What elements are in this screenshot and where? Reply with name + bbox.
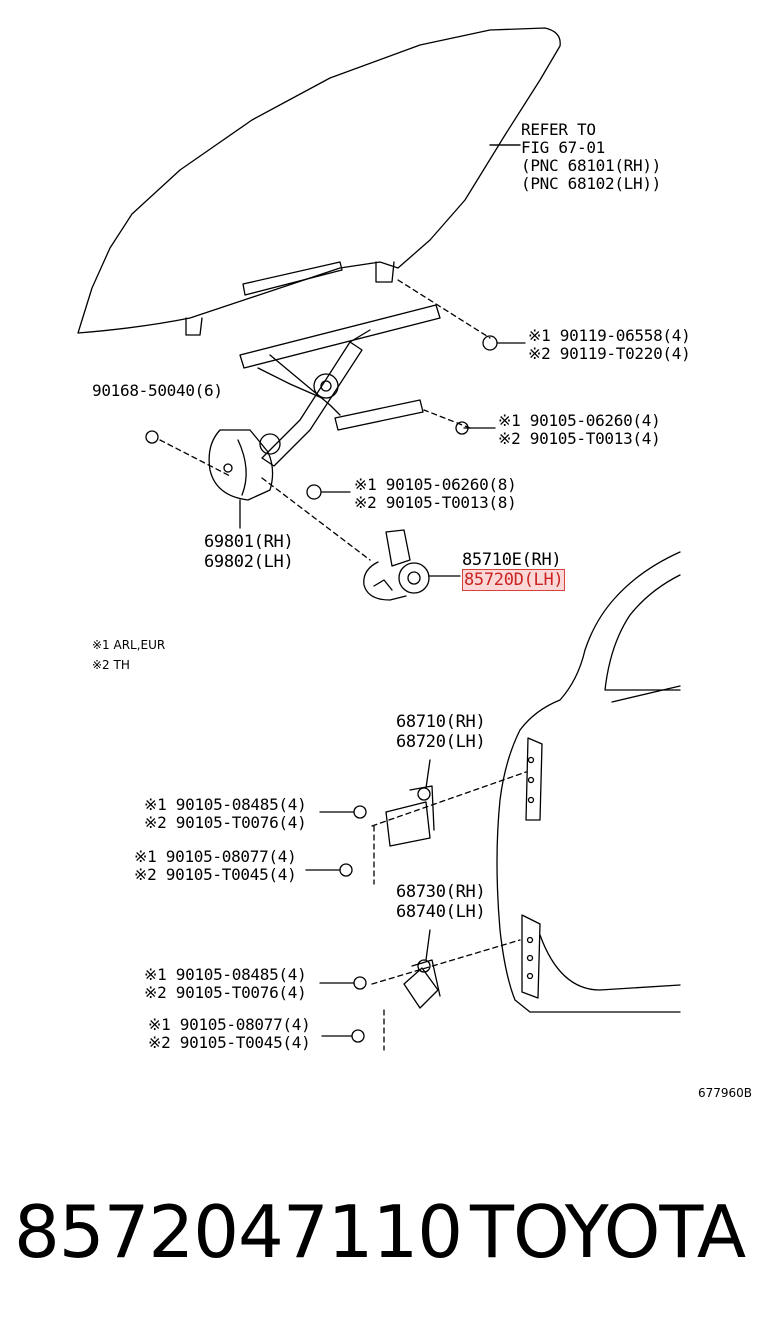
hinge-lower-lh: 68740(LH): [396, 902, 486, 922]
diagram-code: 677960B: [697, 1086, 752, 1100]
motor-rh: 85710E(RH): [462, 550, 562, 570]
regulator-label: 69801(RH) 69802(LH): [204, 532, 294, 572]
part-number: 8572047110: [14, 1190, 463, 1274]
refer-line-3: (PNC 68101(RH)): [521, 156, 661, 175]
body-outline: [496, 551, 681, 1013]
hinge-upper-bolts-a-line-2: ※2 90105-T0076(4): [144, 813, 307, 832]
hinge-upper-bolts-a-label: ※1 90105-08485(4) ※2 90105-T0076(4): [144, 795, 307, 832]
bolts: [145, 335, 498, 1043]
bolt-glass-label: ※1 90119-06558(4) ※2 90119-T0220(4): [528, 326, 691, 363]
bolt-mid-line-1: ※1 90105-06260(8): [354, 475, 517, 494]
note-2: ※2 TH: [92, 658, 130, 672]
hinge-lower-bolts-a-line-2: ※2 90105-T0076(4): [144, 983, 307, 1002]
window-motor: [363, 529, 430, 601]
hinge-upper-bolts-b-line-2: ※2 90105-T0045(4): [134, 865, 297, 884]
hinge-upper-lh: 68720(LH): [396, 732, 486, 752]
refer-line-1: REFER TO: [521, 120, 596, 139]
bolt-glass-line-1: ※1 90119-06558(4): [528, 326, 691, 345]
regulator-lh: 69802(LH): [204, 552, 294, 572]
hinge-upper-label: 68710(RH) 68720(LH): [396, 712, 486, 752]
motor-lh-highlight[interactable]: 85720D(LH): [462, 569, 566, 591]
door-glass: [77, 27, 561, 336]
refer-line-4: (PNC 68102(LH)): [521, 174, 661, 193]
hinge-upper-bolts-b-line-1: ※1 90105-08077(4): [134, 847, 297, 866]
hinge-lower-label: 68730(RH) 68740(LH): [396, 882, 486, 922]
leader-lines: [239, 144, 526, 1037]
hinge-lower-bolts-b-label: ※1 90105-08077(4) ※2 90105-T0045(4): [148, 1015, 311, 1052]
note-1: ※1 ARL,EUR: [92, 638, 166, 652]
hinge-upper-rh: 68710(RH): [396, 712, 486, 732]
hinge-upper-bolts-b-label: ※1 90105-08077(4) ※2 90105-T0045(4): [134, 847, 297, 884]
hinge-lower-bolts-b-line-1: ※1 90105-08077(4): [148, 1015, 311, 1034]
bolt-mid-label: ※1 90105-06260(8) ※2 90105-T0013(8): [354, 475, 517, 512]
bolt-rail-label: ※1 90105-06260(4) ※2 90105-T0013(4): [498, 411, 661, 448]
brand-name: TOYOTA: [470, 1190, 746, 1274]
hinge-upper-bolts-a-line-1: ※1 90105-08485(4): [144, 795, 307, 814]
refer-note: REFER TO FIG 67-01 (PNC 68101(RH)) (PNC …: [521, 121, 661, 193]
motor-label: 85710E(RH) 85720D(LH): [462, 550, 566, 591]
bolt-left-label: 90168-50040(6): [92, 381, 223, 400]
bolt-mid-line-2: ※2 90105-T0013(8): [354, 493, 517, 512]
bolt-rail-line-2: ※2 90105-T0013(4): [498, 429, 661, 448]
door-hinge-lower: [403, 959, 441, 1009]
hinge-lower-bolts-a-label: ※1 90105-08485(4) ※2 90105-T0076(4): [144, 965, 307, 1002]
refer-line-2: FIG 67-01: [521, 138, 605, 157]
motor-lh: 85720D(LH): [462, 569, 566, 591]
model-notes: ※1 ARL,EUR ※2 TH: [92, 638, 165, 672]
hinge-lower-bolts-b-line-2: ※2 90105-T0045(4): [148, 1033, 311, 1052]
regulator-rh: 69801(RH): [204, 532, 294, 552]
bolt-rail-line-1: ※1 90105-06260(4): [498, 411, 661, 430]
hinge-lower-rh: 68730(RH): [396, 882, 486, 902]
hinge-lower-bolts-a-line-1: ※1 90105-08485(4): [144, 965, 307, 984]
window-regulator: [208, 304, 441, 501]
bolt-glass-line-2: ※2 90119-T0220(4): [528, 344, 691, 363]
dashed-lines: [159, 279, 527, 1051]
door-hinge-upper: [385, 785, 435, 847]
